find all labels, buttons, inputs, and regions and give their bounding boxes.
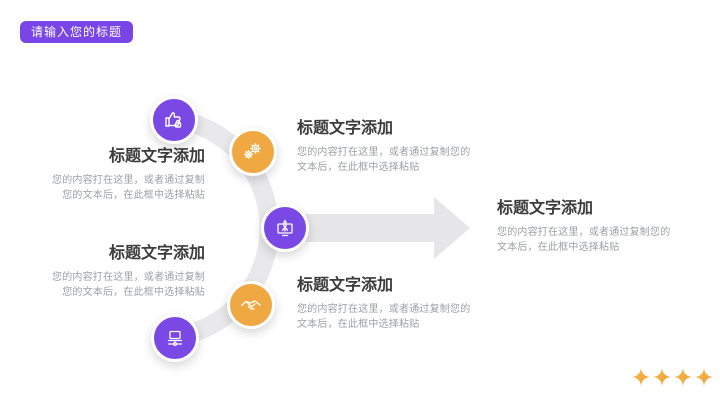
- block-body: 您的内容打在这里，或者通过复制您的 文本后，在此框中选择粘贴: [497, 227, 671, 253]
- gears-icon: [241, 140, 265, 164]
- step-circle-2: [229, 128, 277, 176]
- block-title: 标题文字添加: [108, 245, 205, 262]
- step-circle-1: [150, 96, 198, 144]
- arrow-shape: [292, 197, 470, 259]
- step-circle-4: [227, 281, 275, 329]
- block-title: 标题文字添加: [497, 200, 594, 217]
- block-body: 您的内容打在这里，或者通过复制您的 文本后，在此框中选择粘贴: [297, 304, 471, 330]
- block-title: 标题文字添加: [297, 120, 394, 137]
- step-circle-5: [151, 314, 199, 362]
- thumbs-up-icon: [162, 108, 186, 132]
- text-block-center-bottom[interactable]: 标题文字添加 您的内容打在这里，或者通过复制您的 文本后，在此框中选择粘贴: [297, 276, 477, 332]
- text-block-right[interactable]: 标题文字添加 您的内容打在这里，或者通过复制您的 文本后，在此框中选择粘贴: [497, 199, 677, 255]
- sparkle-icon: [632, 368, 650, 386]
- sparkle-icon: [653, 368, 671, 386]
- slide-title-placeholder[interactable]: 请输入您的标题: [20, 21, 134, 43]
- block-body: 您的内容打在这里，或者通过复制 您的文本后，在此框中选择粘贴: [52, 175, 205, 201]
- block-title: 标题文字添加: [108, 148, 205, 165]
- sparkle-decoration: [632, 368, 713, 386]
- rocket-launch-icon: [273, 216, 297, 240]
- text-block-left-top[interactable]: 标题文字添加 您的内容打在这里，或者通过复制 您的文本后，在此框中选择粘贴: [45, 147, 205, 203]
- text-block-center-top[interactable]: 标题文字添加 您的内容打在这里，或者通过复制您的 文本后，在此框中选择粘贴: [297, 119, 477, 175]
- step-circle-3: [261, 204, 309, 252]
- block-title: 标题文字添加: [297, 277, 394, 294]
- sparkle-icon: [695, 368, 713, 386]
- sparkle-icon: [674, 368, 692, 386]
- block-body: 您的内容打在这里，或者通过复制您的 文本后，在此框中选择粘贴: [297, 147, 471, 173]
- laptop-network-icon: [163, 326, 187, 350]
- text-block-left-bottom[interactable]: 标题文字添加 您的内容打在这里，或者通过复制 您的文本后，在此框中选择粘贴: [45, 244, 205, 300]
- handshake-icon: [239, 293, 263, 317]
- block-body: 您的内容打在这里，或者通过复制 您的文本后，在此框中选择粘贴: [52, 272, 205, 298]
